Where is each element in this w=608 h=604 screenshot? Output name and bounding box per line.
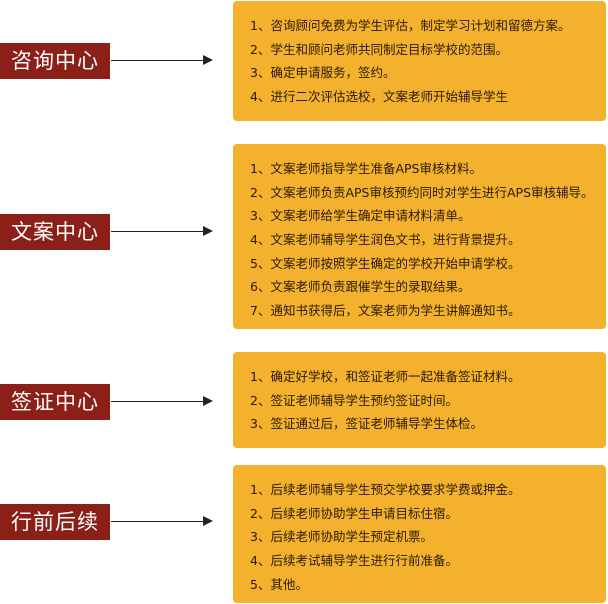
section-label-documents: 文案中心	[0, 214, 110, 250]
arrow-head-icon	[203, 55, 213, 65]
list-item: 6、文案老师负责跟催学生的录取结果。	[250, 279, 471, 295]
list-item: 3、签证通过后，签证老师辅导学生体检。	[250, 416, 483, 432]
list-item: 1、文案老师指导学生准备APS审核材料。	[250, 161, 482, 176]
arrow-head-icon	[203, 516, 213, 526]
list-item: 2、学生和顾问老师共同制定目标学校的范围。	[250, 41, 508, 57]
list-item: 4、文案老师辅导学生润色文书，进行背景提升。	[250, 232, 521, 248]
list-item: 7、通知书获得后，文案老师为学生讲解通知书。	[250, 303, 521, 319]
list-item: 3、后续老师协助学生预定机票。	[250, 529, 433, 545]
list-item: 5、其他。	[250, 576, 308, 592]
list-item: 3、确定申请服务，签约。	[250, 65, 396, 81]
list-item: 3、文案老师给学生确定申请材料清单。	[250, 208, 471, 224]
list-item: 2、文案老师负责APS审核预约同时对学生进行APS审核辅导。	[250, 184, 594, 200]
section-label-visa: 签证中心	[0, 384, 110, 420]
arrow-head-icon	[203, 226, 213, 236]
list-item: 5、文案老师按照学生确定的学校开始申请学校。	[250, 255, 521, 271]
list-item: 2、签证老师辅导学生预约签证时间。	[250, 392, 458, 408]
list-item: 4、后续考试辅导学生进行行前准备。	[250, 553, 458, 569]
step-box-visa: 1、确定好学校，和签证老师一起准备签证材料。 2、签证老师辅导学生预约签证时间。…	[233, 352, 606, 448]
step-box-documents: 1、文案老师指导学生准备APS审核材料。 2、文案老师负责APS审核预约同时对学…	[233, 144, 606, 329]
list-item: 1、后续老师辅导学生预交学校要求学费或押金。	[250, 482, 521, 497]
list-item: 1、咨询顾问免费为学生评估，制定学习计划和留德方案。	[250, 18, 571, 33]
arrow-head-icon	[203, 396, 213, 406]
step-box-consulting: 1、咨询顾问免费为学生评估，制定学习计划和留德方案。 2、学生和顾问老师共同制定…	[233, 1, 606, 121]
arrow-consulting	[111, 55, 213, 67]
list-item: 4、进行二次评估选校，文案老师开始辅导学生	[250, 89, 508, 105]
arrow-documents	[111, 226, 213, 238]
step-box-predeparture: 1、后续老师辅导学生预交学校要求学费或押金。 2、后续老师协助学生申请目标住宿。…	[233, 465, 606, 603]
arrow-visa	[111, 396, 213, 408]
list-item: 1、确定好学校，和签证老师一起准备签证材料。	[250, 369, 521, 384]
section-label-consulting: 咨询中心	[0, 43, 110, 79]
list-item: 2、后续老师协助学生申请目标住宿。	[250, 505, 458, 521]
arrow-predeparture	[111, 516, 213, 528]
section-label-predeparture: 行前后续	[0, 504, 110, 540]
